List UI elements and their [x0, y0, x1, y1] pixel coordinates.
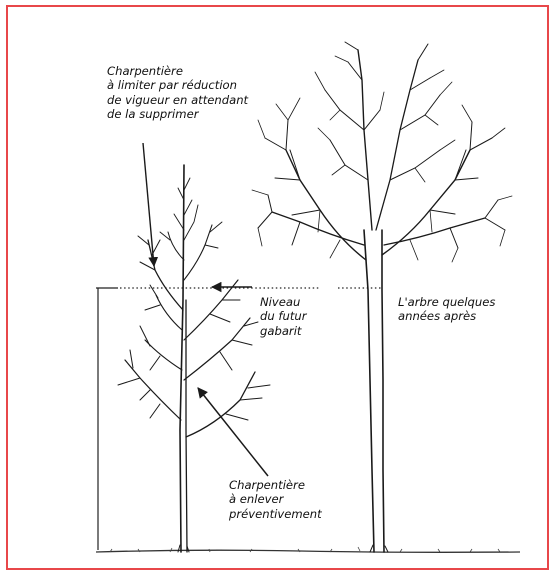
label-top-branch: Charpentière à limiter par réduction de … — [107, 64, 248, 121]
label-top-branch-line-4: de la supprimer — [107, 107, 248, 121]
label-remove: Charpentière à enlever préventivement — [229, 478, 322, 521]
young-trunk — [180, 165, 184, 552]
label-later-line-2: années après — [398, 309, 495, 323]
ground-line — [96, 550, 520, 552]
label-top-branch-line-2: à limiter par réduction — [107, 78, 248, 92]
label-level-line-2: du futur — [260, 309, 306, 323]
label-remove-line-2: à enlever — [229, 492, 322, 506]
mature-trunk-left — [364, 230, 374, 552]
label-level-line-1: Niveau — [260, 295, 306, 309]
label-remove-line-1: Charpentière — [229, 478, 322, 492]
label-level-line-3: gabarit — [260, 324, 306, 338]
arrow-top-branch — [143, 143, 154, 266]
label-remove-line-3: préventivement — [229, 507, 322, 521]
label-level: Niveau du futur gabarit — [260, 295, 306, 338]
label-later: L'arbre quelques années après — [398, 295, 495, 324]
arrow-remove-branch — [198, 388, 268, 476]
label-top-branch-line-3: de vigueur en attendant — [107, 93, 248, 107]
label-top-branch-line-1: Charpentière — [107, 64, 248, 78]
label-later-line-1: L'arbre quelques — [398, 295, 495, 309]
mature-trunk-right — [382, 230, 384, 552]
